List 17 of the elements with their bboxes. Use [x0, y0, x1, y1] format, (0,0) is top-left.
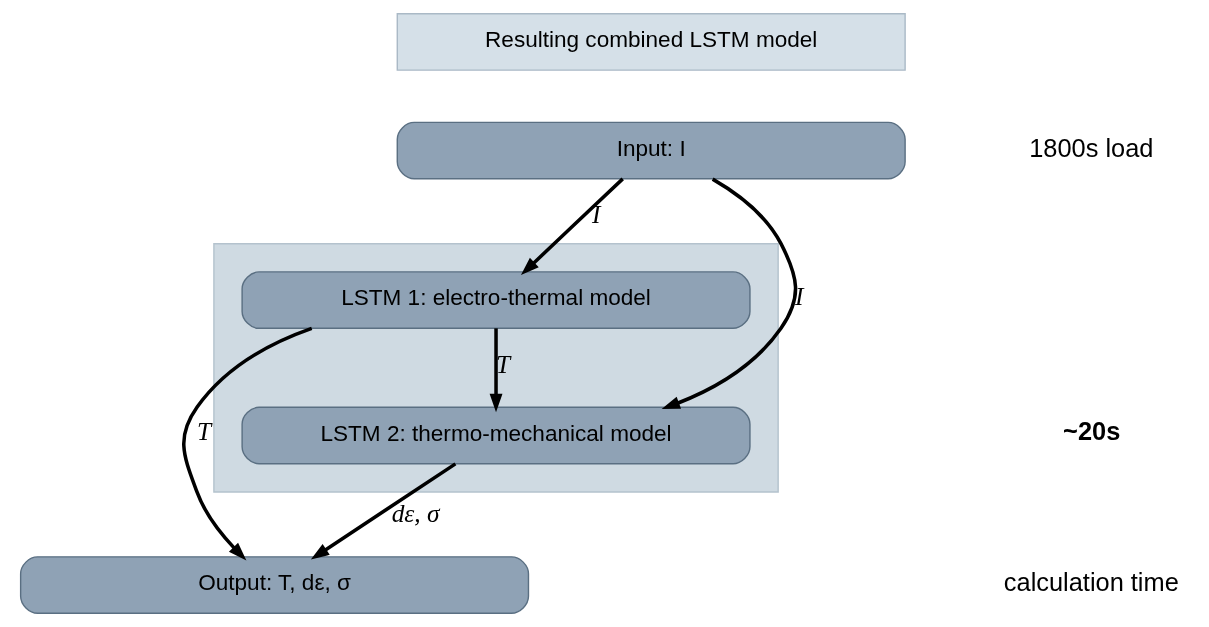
edge-label: dε, σ [391, 499, 440, 528]
node-box: Resulting combined LSTM model [396, 13, 906, 71]
label: 1800s load [1028, 133, 1153, 162]
node-box: LSTM 1: electro-thermal model [240, 271, 751, 329]
node-box: Output: T, dε, σ [19, 556, 529, 614]
label: ~20s [1062, 417, 1120, 446]
edge-label: T [196, 417, 211, 446]
arrow [310, 462, 456, 560]
node-box: LSTM 2: thermo-mechanical model [240, 406, 751, 465]
arrow [181, 326, 312, 561]
arrow [489, 328, 502, 413]
label: calculation time [1003, 568, 1179, 597]
cluster [212, 242, 779, 493]
edge-label: I [591, 200, 600, 229]
arrow [661, 177, 797, 410]
arrow [520, 177, 624, 276]
node-box: Input: I [396, 121, 906, 180]
